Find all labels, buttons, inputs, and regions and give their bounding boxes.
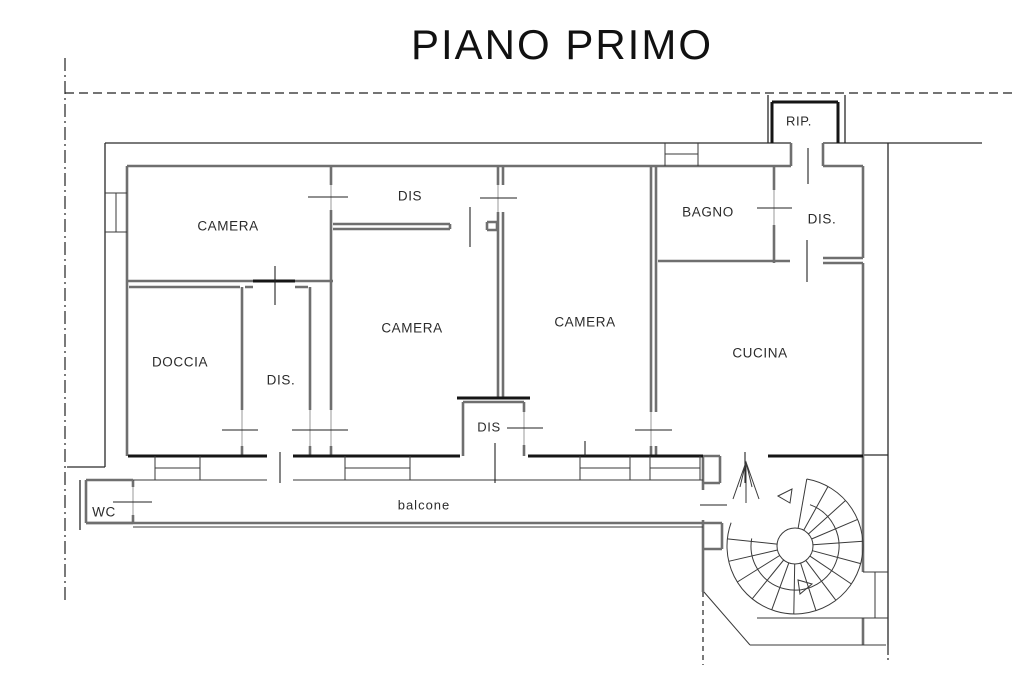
- room-label-bagno: BAGNO: [682, 204, 734, 220]
- room-label-cucina: CUCINA: [732, 345, 788, 361]
- page-title: PIANO PRIMO: [410, 21, 714, 68]
- walkline-arrow-icon: [797, 579, 814, 595]
- room-label-balcone: balcone: [397, 497, 451, 513]
- up-arrow-symbol: [732, 460, 760, 503]
- room-label-camera-east: CAMERA: [554, 314, 616, 330]
- rip-room-walls: [770, 100, 840, 166]
- room-label-dis-south: DIS: [477, 419, 501, 435]
- room-label-dis-ne: DIS.: [807, 211, 837, 227]
- room-label-camera-nw: CAMERA: [197, 218, 259, 234]
- room-label-doccia: DOCCIA: [151, 354, 209, 370]
- building-envelope: [67, 95, 982, 645]
- accent-walls: [128, 279, 863, 458]
- room-label-dis-corridor: DIS: [397, 188, 423, 204]
- interior-walls: [84, 164, 865, 645]
- room-label-dis-sw: DIS.: [266, 372, 296, 388]
- windows: [105, 143, 888, 646]
- room-label-rip: RIP.: [785, 113, 813, 129]
- spiral-staircase-symbol: [726, 460, 864, 615]
- room-label-camera-center: CAMERA: [381, 320, 443, 336]
- door-leaves: [132, 185, 775, 515]
- room-label-wc: WC: [92, 504, 116, 520]
- door-tick-marks: [113, 148, 809, 506]
- walkline-arrow-icon: [776, 488, 793, 504]
- property-boundary-lines: [64, 58, 1013, 665]
